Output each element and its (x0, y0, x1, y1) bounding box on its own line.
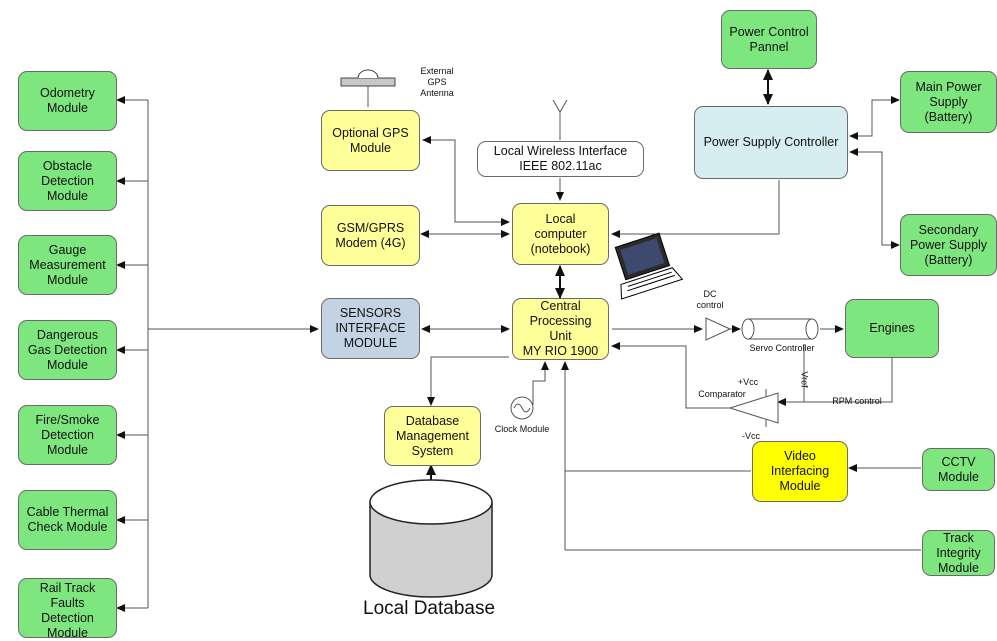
gsm-gprs-modem: GSM/GPRS Modem (4G) (321, 205, 420, 266)
rail-track-faults-module: Rail Track Faults Detection Module (18, 578, 117, 640)
gps-antenna-label: External GPS Antenna (420, 66, 454, 98)
comparator-label: Comparator (698, 389, 746, 399)
local-database-icon (369, 479, 493, 598)
obstacle-detection-module: Obstacle Detection Module (18, 151, 117, 211)
laptop-icon (614, 232, 684, 300)
local-computer: Local computer (notebook) (512, 203, 609, 265)
vcc-minus-label: -Vcc (742, 431, 760, 441)
servo-controller-icon (741, 318, 819, 340)
rpm-control-label: RPM control (832, 396, 882, 406)
vcc-plus-label: +Vcc (737, 377, 759, 387)
cctv-module: CCTV Module (922, 448, 995, 491)
local-database-label: Local Database (363, 598, 496, 619)
sensors-interface-module: SENSORS INTERFACE MODULE (321, 298, 420, 359)
optional-gps-module: Optional GPS Module (321, 110, 420, 171)
clock-module-label: Clock Module (494, 424, 550, 434)
fire-smoke-detection-module: Fire/Smoke Detection Module (18, 405, 117, 465)
clock-module-icon (510, 396, 534, 420)
comparator-icon (728, 389, 779, 427)
power-control-panel: Power Control Pannel (721, 10, 817, 69)
power-supply-controller: Power Supply Controller (694, 106, 848, 179)
video-interfacing-module: Video Interfacing Module (752, 441, 848, 502)
database-management-system: Database Management System (384, 406, 481, 466)
gauge-measurement-module: Gauge Measurement Module (18, 235, 117, 295)
dc-amplifier-icon (705, 317, 732, 341)
cable-thermal-check-module: Cable Thermal Check Module (18, 490, 117, 550)
secondary-power-supply: Secondary Power Supply (Battery) (900, 214, 997, 276)
central-processing-unit: Central Processing Unit MY RIO 1900 (512, 298, 609, 360)
gps-antenna-icon (340, 69, 396, 87)
dc-control-label: DC control (696, 289, 724, 310)
track-integrity-module: Track Integrity Module (922, 530, 995, 576)
wireless-antenna-icon (552, 99, 568, 140)
vref-label: Vref (799, 371, 810, 388)
main-power-supply: Main Power Supply (Battery) (900, 71, 997, 133)
servo-controller-label: Servo Controller (749, 343, 815, 353)
gas-detection-module: Dangerous Gas Detection Module (18, 320, 117, 380)
engines-module: Engines (845, 299, 939, 358)
local-wireless-interface: Local Wireless Interface IEEE 802.11ac (477, 141, 644, 177)
odometry-module: Odometry Module (18, 71, 117, 131)
